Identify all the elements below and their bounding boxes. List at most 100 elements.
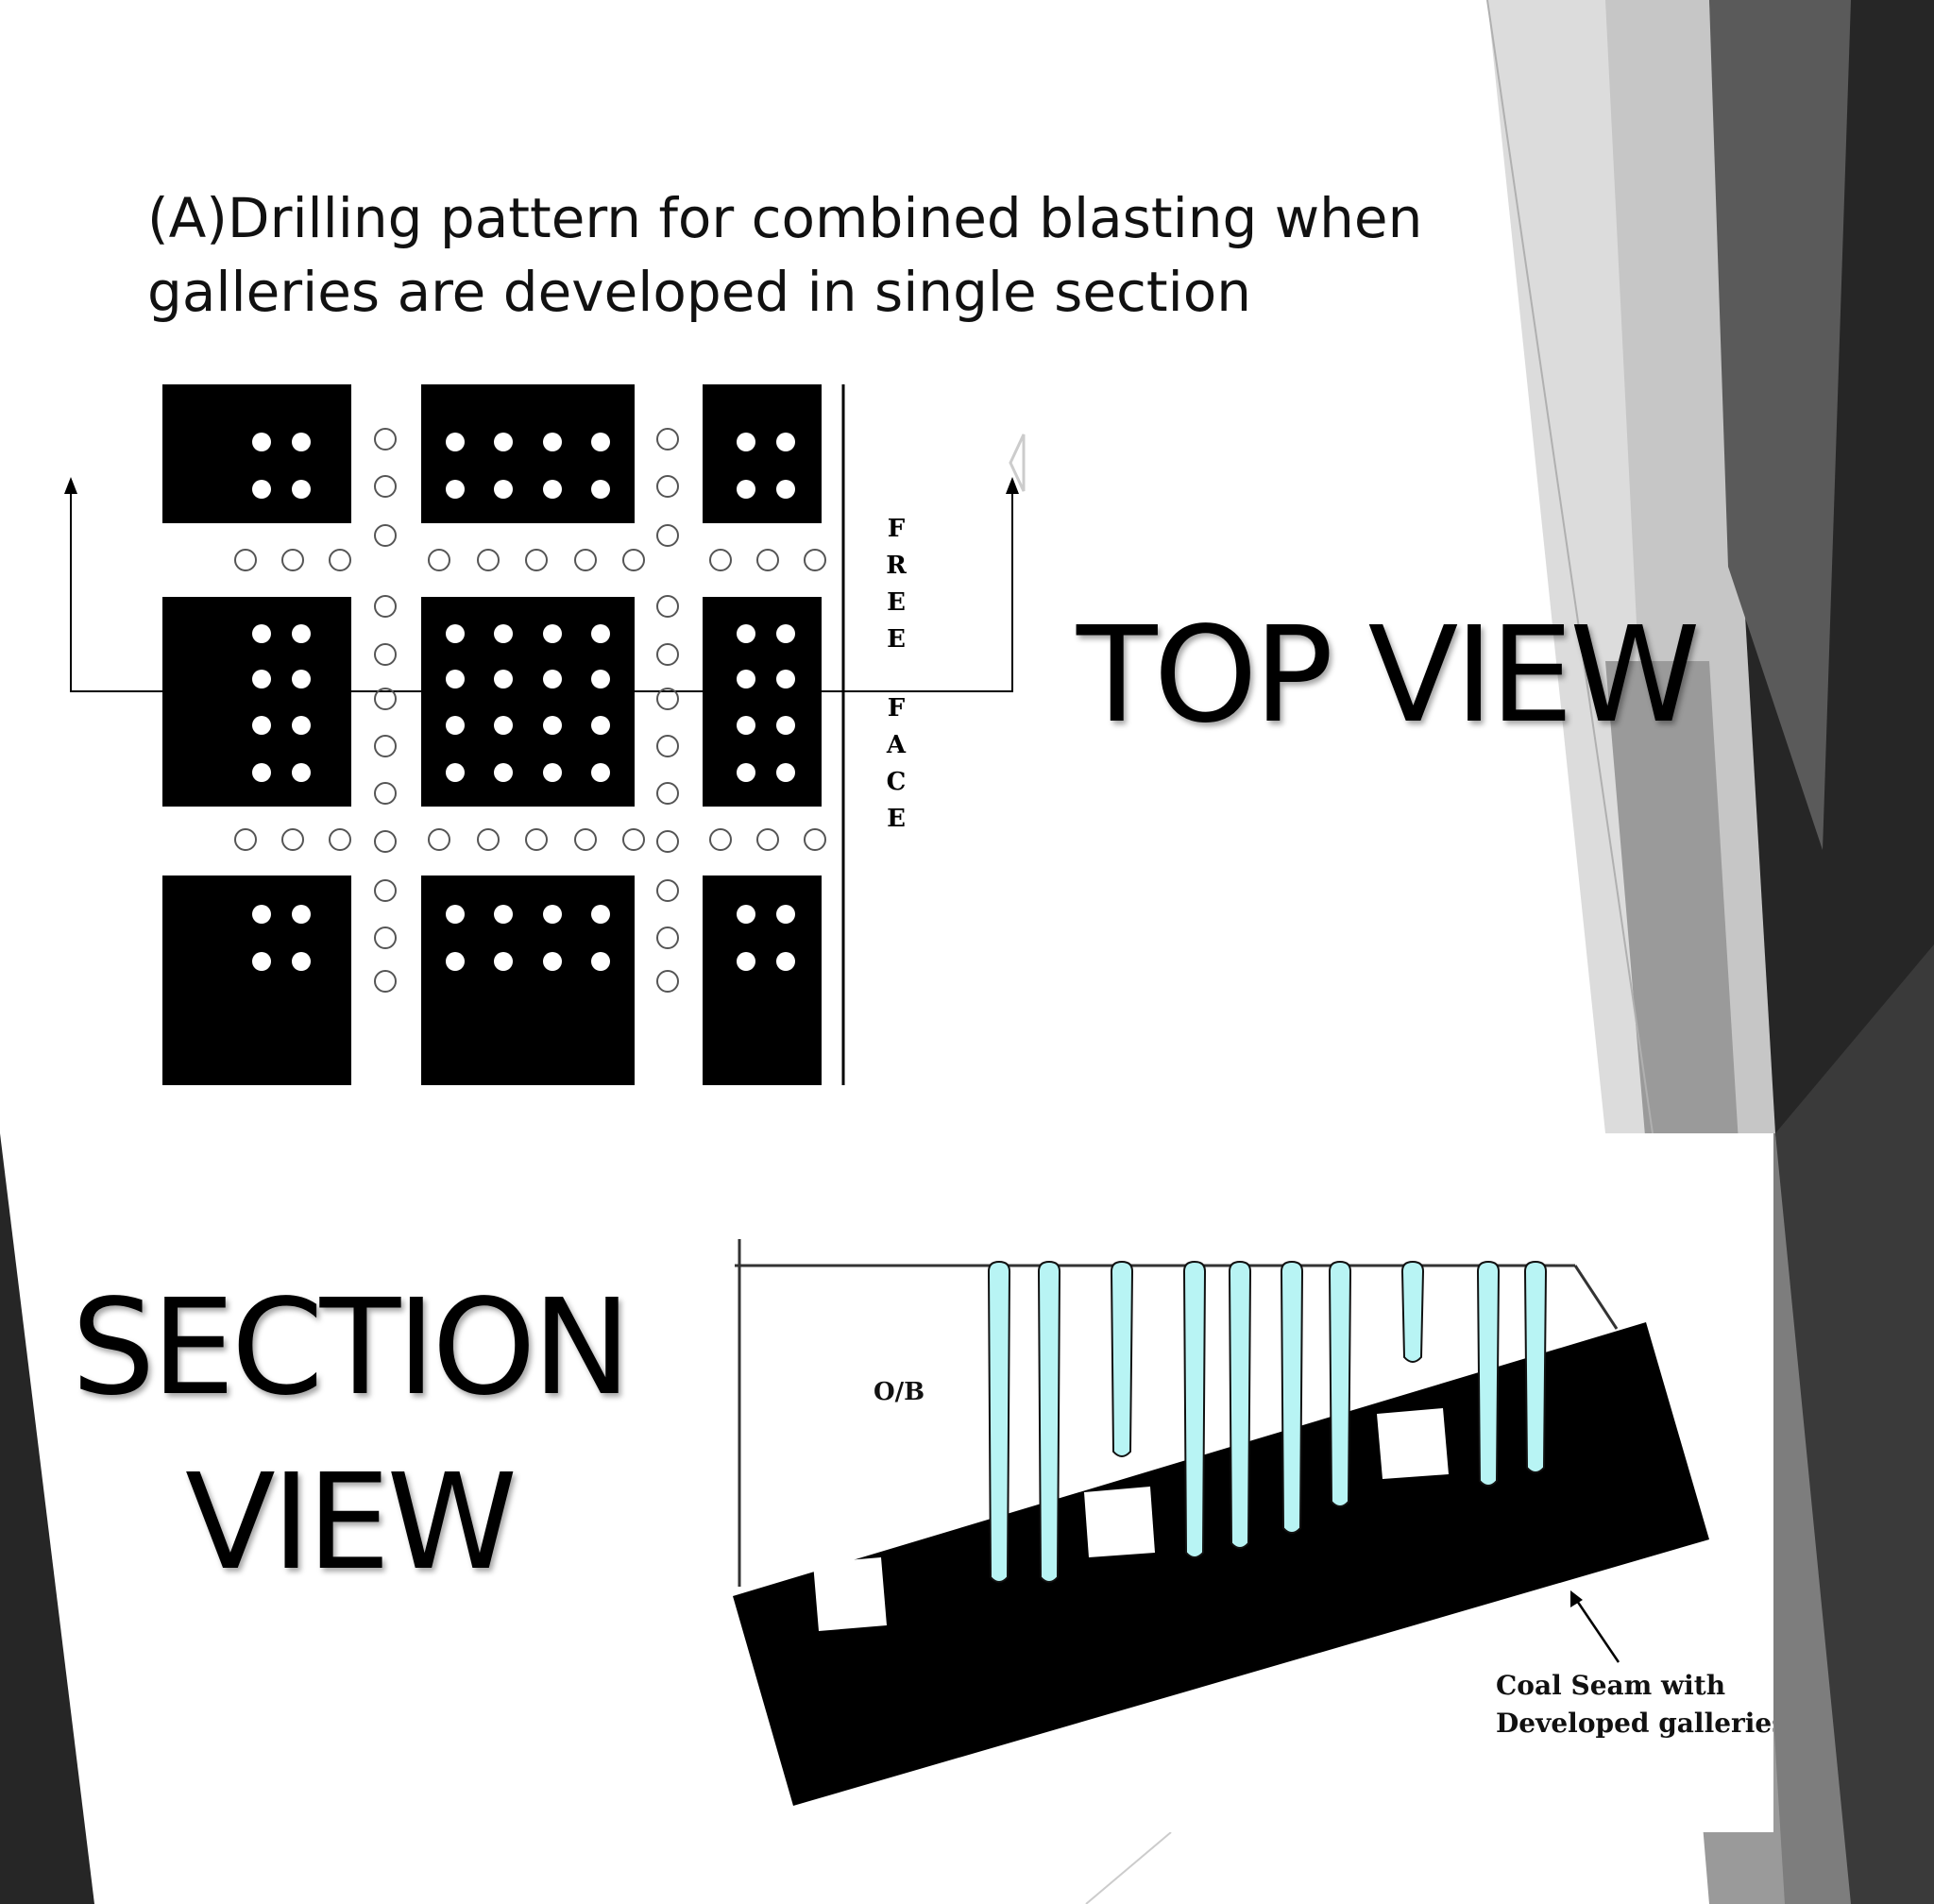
- filled-hole: [292, 716, 311, 735]
- open-hole: [428, 549, 450, 571]
- filled-hole: [292, 952, 311, 971]
- section-blast-hole: [1037, 1260, 1061, 1583]
- filled-hole: [446, 670, 465, 688]
- filled-hole: [776, 763, 795, 782]
- section-blast-hole: [987, 1260, 1011, 1583]
- section-blast-hole: [1523, 1260, 1548, 1473]
- bg-chevron-left: [1009, 434, 1026, 492]
- open-hole: [656, 524, 679, 547]
- free-face-letter: C: [887, 768, 907, 796]
- bg-facet-gray2: [1775, 944, 1934, 1904]
- bg-facet-lighter: [1487, 0, 1662, 1133]
- open-hole: [622, 828, 645, 851]
- filled-hole: [737, 433, 755, 451]
- section-blast-hole: [1400, 1260, 1425, 1363]
- seam-pointer-line: [1573, 1597, 1620, 1663]
- section-blast-hole: [1182, 1260, 1207, 1558]
- section-blast-hole: [1476, 1260, 1501, 1487]
- gallery: [1377, 1408, 1449, 1479]
- open-hole: [374, 782, 397, 805]
- section-view-panel: O/B Coal Seam with Developed galleries: [687, 1133, 1773, 1832]
- free-face-letter: E: [887, 588, 906, 617]
- open-hole: [656, 970, 679, 993]
- filled-hole: [252, 716, 271, 735]
- open-hole: [804, 549, 826, 571]
- open-hole: [281, 828, 304, 851]
- open-hole: [804, 828, 826, 851]
- filled-hole: [494, 670, 513, 688]
- filled-hole: [292, 433, 311, 451]
- filled-hole: [591, 480, 610, 499]
- open-hole: [525, 549, 548, 571]
- filled-hole: [494, 763, 513, 782]
- gallery: [1084, 1487, 1155, 1557]
- seam-label-line-1: Coal Seam with: [1496, 1670, 1725, 1701]
- open-hole: [656, 830, 679, 853]
- filled-hole: [446, 433, 465, 451]
- top-view-diagram: F R E E F A C E: [64, 384, 1019, 1085]
- filled-hole: [591, 952, 610, 971]
- filled-hole: [543, 480, 562, 499]
- filled-hole: [776, 624, 795, 643]
- filled-hole: [776, 952, 795, 971]
- open-hole: [374, 879, 397, 902]
- open-hole: [374, 524, 397, 547]
- section-view-label-line-2: VIEW: [185, 1446, 517, 1600]
- filled-hole: [494, 952, 513, 971]
- filled-hole: [543, 670, 562, 688]
- section-line: [64, 477, 1019, 692]
- open-hole: [281, 549, 304, 571]
- filled-hole: [737, 480, 755, 499]
- open-hole: [656, 735, 679, 757]
- gallery: [813, 1557, 887, 1631]
- open-hole: [656, 688, 679, 710]
- section-arrow-right: [1006, 477, 1019, 494]
- filled-hole: [591, 716, 610, 735]
- filled-hole: [591, 433, 610, 451]
- open-hole: [656, 782, 679, 805]
- filled-hole: [252, 433, 271, 451]
- filled-hole: [591, 905, 610, 924]
- filled-hole: [292, 670, 311, 688]
- open-hole: [329, 549, 351, 571]
- open-hole: [374, 595, 397, 618]
- free-face-letter: E: [887, 625, 906, 654]
- filled-hole: [591, 670, 610, 688]
- filled-hole: [737, 624, 755, 643]
- filled-hole: [494, 433, 513, 451]
- open-hole: [709, 828, 732, 851]
- pillar-block: [703, 876, 822, 1085]
- free-face-letter: A: [886, 731, 907, 759]
- section-view-diagram: O/B Coal Seam with Developed galleries: [733, 1239, 1773, 1806]
- pillar-block: [162, 384, 351, 523]
- coal-seam: [733, 1322, 1709, 1806]
- filled-hole: [543, 905, 562, 924]
- filled-hole: [737, 763, 755, 782]
- filled-hole: [446, 763, 465, 782]
- seam-pointer-arrowhead: [1570, 1590, 1583, 1607]
- filled-hole: [543, 716, 562, 735]
- bg-left-wedge: [0, 1133, 94, 1904]
- slide-title: (A)Drilling pattern for combined blastin…: [147, 181, 1469, 329]
- filled-hole: [446, 480, 465, 499]
- free-face-label: F R E E F A C E: [886, 515, 907, 833]
- open-hole: [234, 828, 257, 851]
- filled-hole: [252, 624, 271, 643]
- filled-hole: [252, 763, 271, 782]
- filled-hole: [543, 952, 562, 971]
- open-hole: [656, 926, 679, 949]
- pillar-block: [703, 597, 822, 807]
- filled-hole: [446, 624, 465, 643]
- filled-hole: [252, 480, 271, 499]
- filled-hole: [737, 716, 755, 735]
- section-blast-holes: [987, 1260, 1548, 1583]
- filled-hole: [737, 905, 755, 924]
- section-arrow-left: [64, 477, 77, 494]
- filled-hole: [292, 624, 311, 643]
- open-hole: [656, 475, 679, 498]
- section-view-label: SECTION VIEW: [57, 1261, 642, 1610]
- filled-hole: [494, 480, 513, 499]
- slope-edge-line: [1573, 1265, 1619, 1330]
- open-hole: [428, 828, 450, 851]
- bg-thin-line: [1486, 0, 1654, 1134]
